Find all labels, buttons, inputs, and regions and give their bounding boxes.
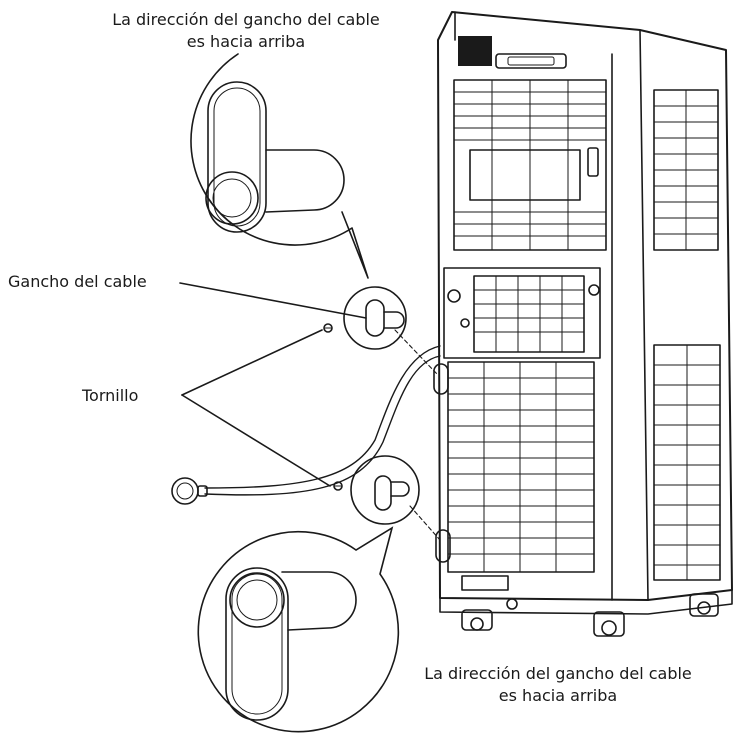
top-magnifier-callout: [190, 53, 369, 279]
screw-leader-upper: [181, 329, 323, 396]
power-cable: [204, 345, 441, 496]
upper-hook-detail-circle: [343, 286, 407, 350]
lower-hook-detail-circle: [350, 455, 420, 525]
cable-hook-leader: [179, 282, 367, 319]
bottom-caption-line1: La dirección del gancho del cable: [424, 664, 692, 683]
screw-leader-lower: [181, 394, 331, 487]
power-plug: [171, 477, 208, 505]
portable-ac-unit: [433, 11, 733, 637]
top-caption-line1: La dirección del gancho del cable: [112, 10, 380, 29]
screw-label: Tornillo: [82, 386, 139, 405]
bottom-caption-line2: es hacia arriba: [498, 686, 618, 705]
caster-wheels: [461, 593, 719, 637]
bottom-magnifier-callout: [197, 526, 400, 733]
cable-hook-label: Gancho del cable: [8, 272, 147, 291]
top-cable-hook-enlarged: [205, 81, 345, 233]
screw-upper: [323, 323, 333, 333]
bottom-cable-hook-enlarged: [225, 567, 357, 721]
top-caption-line2: es hacia arriba: [186, 32, 306, 51]
